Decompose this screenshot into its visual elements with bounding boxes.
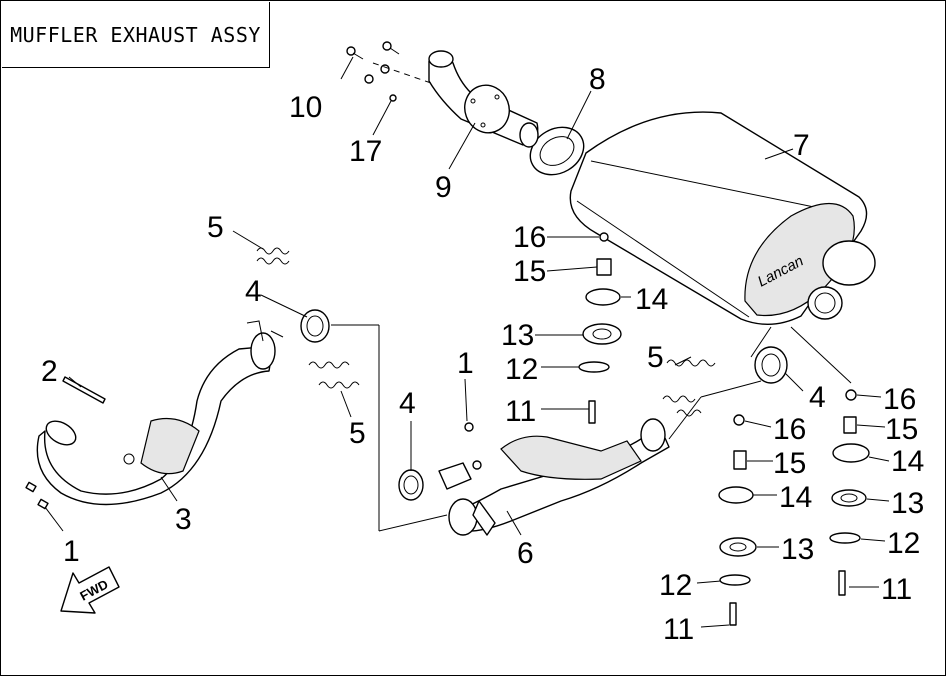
fwd-arrow-icon: FWD — [60, 566, 120, 614]
springs-part-5-mid — [308, 361, 360, 389]
callout-13-lower: 13 — [781, 533, 814, 566]
callout-1-left: 1 — [63, 535, 80, 568]
callout-labels: 10 17 9 8 7 5 4 2 3 1 5 4 1 16 15 14 13 … — [41, 63, 924, 646]
callout-13-center: 13 — [501, 319, 534, 352]
callout-10: 10 — [289, 91, 322, 124]
callout-5-right: 5 — [647, 341, 664, 374]
clip-part-1-left — [25, 481, 49, 510]
mount-stack-center — [578, 232, 622, 424]
callout-11-center: 11 — [505, 395, 536, 428]
callout-4-upper: 4 — [245, 275, 262, 308]
callout-9: 9 — [435, 171, 452, 204]
bolts-part-10 — [346, 41, 432, 102]
y-pipe-part-6 — [438, 418, 670, 536]
diagram-title: MUFFLER EXHAUST ASSY — [10, 22, 261, 47]
callout-5-top: 5 — [207, 211, 224, 244]
header-pipe-part-3 — [36, 320, 284, 506]
callout-5-mid: 5 — [349, 417, 366, 450]
callout-17: 17 — [349, 135, 382, 168]
callout-12-lower: 12 — [659, 569, 692, 602]
callout-15-lower: 15 — [773, 447, 806, 480]
callout-2: 2 — [41, 355, 58, 388]
callout-14-right: 14 — [891, 445, 924, 478]
springs-part-5-top — [256, 247, 290, 265]
callout-4-left: 4 — [399, 387, 416, 420]
seal-ring-part-4-right — [754, 346, 788, 384]
leader-lines — [44, 56, 890, 628]
callout-3: 3 — [175, 503, 192, 536]
callout-1-center: 1 — [457, 347, 474, 380]
seal-ring-part-4-left — [398, 469, 424, 501]
springs-part-5-right — [662, 359, 716, 417]
callout-8: 8 — [589, 63, 606, 96]
seal-ring-part-4-upper — [300, 309, 330, 343]
mount-stack-lower — [718, 414, 757, 626]
callout-14-center: 14 — [635, 283, 668, 316]
tailpipe-part-9 — [428, 50, 539, 148]
callout-15-right: 15 — [885, 413, 918, 446]
callout-4-right: 4 — [809, 381, 826, 414]
callout-11-right: 11 — [881, 573, 912, 606]
muffler-gasket-part-8 — [529, 126, 585, 176]
callout-15-center: 15 — [513, 255, 546, 288]
callout-12-right: 12 — [887, 527, 920, 560]
clamp-part-2 — [62, 376, 106, 404]
callout-13-right: 13 — [891, 487, 924, 520]
callout-16-lower: 16 — [773, 413, 806, 446]
callout-12-center: 12 — [505, 353, 538, 386]
callout-6: 6 — [517, 537, 534, 570]
mount-stack-right — [829, 389, 870, 596]
callout-14-lower: 14 — [779, 481, 812, 514]
callout-16-center: 16 — [513, 221, 546, 254]
callout-7: 7 — [793, 129, 810, 162]
title-box: MUFFLER EXHAUST ASSY — [2, 2, 270, 68]
callout-16-right: 16 — [883, 383, 916, 416]
muffler-part-7: Lancan — [569, 111, 876, 325]
callout-11-lower: 11 — [663, 613, 694, 646]
